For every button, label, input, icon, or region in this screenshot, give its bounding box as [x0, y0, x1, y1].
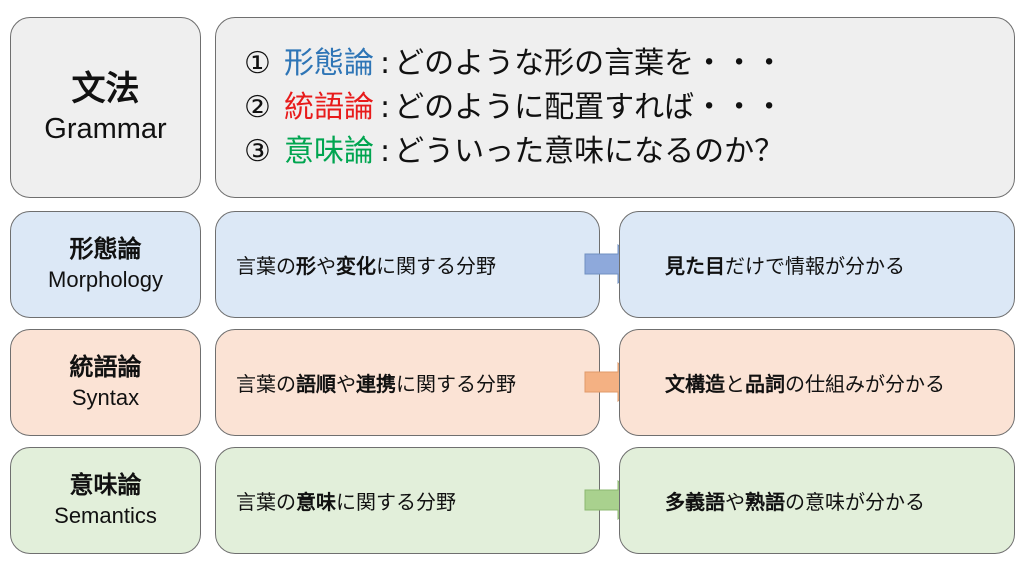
overview-number: ② — [244, 90, 271, 125]
description-box-syntax: 言葉の語順や連携に関する分野 — [215, 329, 600, 436]
result-box-syntax: 文構造と品詞の仕組みが分かる — [619, 329, 1015, 436]
result-box-morphology: 見た目だけで情報が分かる — [619, 211, 1015, 318]
overview-separator: : — [380, 46, 391, 81]
grammar-title-box: 文法 Grammar — [10, 17, 201, 198]
label-box-syntax: 統語論 Syntax — [10, 329, 201, 436]
overview-line-syntax: ② 統語論:どのように配置すれば・・・ — [244, 86, 1014, 130]
overview-number: ① — [244, 46, 271, 81]
label-box-morphology: 形態論 Morphology — [10, 211, 201, 318]
description-text: 言葉の形や変化に関する分野 — [236, 254, 496, 278]
label-japanese: 統語論 — [69, 352, 142, 381]
overview-line-morphology: ① 形態論:どのような形の言葉を・・・ — [244, 42, 1014, 86]
result-text: 多義語や熟語の意味が分かる — [665, 490, 925, 514]
description-text: 言葉の語順や連携に関する分野 — [236, 372, 516, 396]
overview-term: 形態論 — [284, 46, 374, 81]
label-box-semantics: 意味論 Semantics — [10, 447, 201, 554]
overview-separator: : — [380, 134, 391, 169]
description-box-morphology: 言葉の形や変化に関する分野 — [215, 211, 600, 318]
label-japanese: 意味論 — [69, 470, 142, 499]
overview-text: どのように配置すれば・・・ — [394, 90, 785, 125]
description-box-semantics: 言葉の意味に関する分野 — [215, 447, 600, 554]
result-text: 見た目だけで情報が分かる — [665, 254, 905, 278]
title-japanese: 文法 — [71, 69, 140, 110]
overview-separator: : — [380, 90, 391, 125]
result-text: 文構造と品詞の仕組みが分かる — [665, 372, 945, 396]
overview-number: ③ — [244, 134, 271, 169]
description-text: 言葉の意味に関する分野 — [236, 490, 456, 514]
label-english: Morphology — [48, 266, 163, 292]
label-english: Semantics — [54, 502, 157, 528]
title-english: Grammar — [44, 112, 167, 145]
overview-term: 統語論 — [284, 90, 374, 125]
overview-text: どのような形の言葉を・・・ — [394, 46, 785, 81]
result-box-semantics: 多義語や熟語の意味が分かる — [619, 447, 1015, 554]
label-japanese: 形態論 — [69, 234, 142, 263]
overview-term: 意味論 — [284, 134, 374, 169]
label-english: Syntax — [71, 384, 140, 410]
overview-text: どういった意味になるのか？ — [394, 134, 785, 169]
overview-line-semantics: ③ 意味論:どういった意味になるのか？ — [244, 130, 1014, 174]
